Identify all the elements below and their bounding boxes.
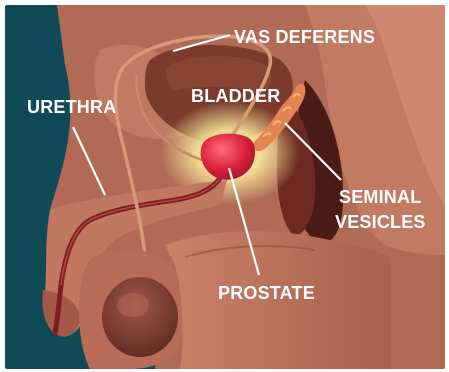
anatomy-illustration: VAS DEFERENS BLADDER URETHRA SEMINAL VES… — [5, 5, 445, 369]
testis — [102, 277, 178, 357]
seminal-vesicles-label-line2: VESICLES — [335, 212, 426, 232]
anatomy-diagram: VAS DEFERENS BLADDER URETHRA SEMINAL VES… — [5, 5, 445, 369]
prostate-label: PROSTATE — [218, 283, 315, 303]
bladder-label: BLADDER — [191, 86, 280, 106]
seminal-vesicles-label-line1: SEMINAL — [339, 187, 421, 207]
testis-highlight — [117, 293, 149, 317]
urethra-label: URETHRA — [27, 97, 116, 117]
vas-deferens-label: VAS DEFERENS — [234, 27, 375, 47]
